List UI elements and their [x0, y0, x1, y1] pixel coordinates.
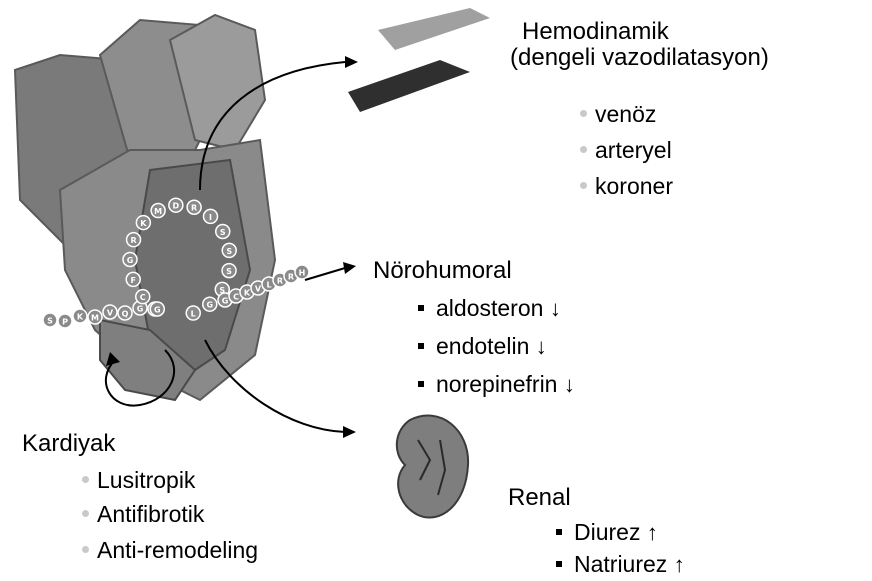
- peptide-bead-letter: M: [91, 314, 99, 323]
- down-arrow-icon: ↓: [550, 296, 561, 321]
- peptide-bead-letter: R: [130, 236, 136, 245]
- peptide-bead-letter: Q: [122, 310, 129, 319]
- hemodynamic-item-arteryel: arteryel: [580, 136, 672, 164]
- peptide-bead-letter: G: [222, 297, 229, 306]
- vessel-vein: [378, 8, 490, 50]
- neurohumoral-item-norepinefrin: norepinefrin ↓: [418, 370, 575, 399]
- bullet-dot: [580, 182, 587, 189]
- bullet-dot: [82, 546, 89, 553]
- peptide-bead-letter: M: [154, 207, 162, 216]
- peptide-bead-letter: S: [220, 228, 226, 237]
- up-arrow-icon: ↑: [674, 552, 685, 577]
- renal-item-natriurez: Natriurez ↑: [556, 550, 685, 579]
- arrow-to-neurohumoral: [305, 268, 345, 280]
- peptide-bead-letter: K: [244, 289, 251, 298]
- heart-illustration: [15, 15, 275, 400]
- cardiac-item-anti-remodeling: Anti-remodeling: [82, 536, 258, 564]
- peptide-bead-letter: K: [140, 219, 147, 228]
- peptide-bead-letter: R: [277, 277, 283, 286]
- hemodynamic-title: Hemodinamik: [522, 18, 669, 46]
- peptide-bead-letter: S: [226, 247, 232, 256]
- peptide-bead-letter: S: [47, 317, 53, 326]
- bullet-square: [556, 529, 562, 535]
- cardiac-item-lusitropik: Lusitropik: [82, 466, 195, 494]
- down-arrow-icon: ↓: [564, 372, 575, 397]
- hemodynamic-item-venoz: venöz: [580, 100, 656, 128]
- peptide-bead-letter: R: [191, 204, 197, 213]
- bullet-square: [418, 381, 424, 387]
- up-arrow-icon: ↑: [647, 520, 658, 545]
- neurohumoral-title: Nörohumoral: [373, 257, 512, 285]
- peptide-bead-letter: S: [226, 267, 232, 276]
- peptide-bead-letter: L: [266, 281, 271, 290]
- cardiac-title: Kardiyak: [22, 430, 115, 458]
- hemodynamic-subtitle: (dengeli vazodilatasyon): [510, 44, 769, 72]
- peptide-bead-letter: L: [191, 310, 196, 319]
- peptide-bead-letter: P: [62, 318, 68, 327]
- peptide-bead-letter: V: [255, 285, 262, 294]
- bullet-square: [556, 561, 562, 567]
- down-arrow-icon: ↓: [536, 334, 547, 359]
- peptide-bead-letter: H: [299, 269, 306, 278]
- peptide-bead-letter: R: [288, 273, 294, 282]
- neurohumoral-item-endotelin: endotelin ↓: [418, 332, 547, 361]
- bullet-dot: [82, 476, 89, 483]
- bullet-square: [418, 305, 424, 311]
- peptide-bead-letter: G: [154, 306, 161, 315]
- renal-item-diurez: Diurez ↑: [556, 518, 658, 547]
- neurohumoral-item-aldosteron: aldosteron ↓: [418, 294, 561, 323]
- bullet-dot: [580, 110, 587, 117]
- renal-title: Renal: [508, 484, 571, 512]
- cardiac-item-antifibrotik: Antifibrotik: [82, 500, 204, 528]
- peptide-bead-letter: I: [209, 213, 212, 222]
- peptide-bead-letter: G: [127, 256, 134, 265]
- peptide-bead-letter: V: [107, 309, 114, 318]
- peptide-bead-letter: G: [206, 301, 213, 310]
- vessel-artery: [348, 60, 470, 112]
- hemodynamic-item-koroner: koroner: [580, 172, 673, 200]
- peptide-bead-letter: D: [173, 202, 180, 211]
- peptide-bead-letter: C: [140, 293, 146, 302]
- peptide-bead-letter: K: [77, 313, 84, 322]
- peptide-bead-letter: G: [137, 305, 144, 314]
- peptide-bead-letter: C: [233, 293, 239, 302]
- kidney-illustration: [397, 416, 468, 518]
- bullet-dot: [580, 146, 587, 153]
- peptide-bead-letter: F: [130, 276, 135, 285]
- bullet-dot: [82, 510, 89, 517]
- bullet-square: [418, 343, 424, 349]
